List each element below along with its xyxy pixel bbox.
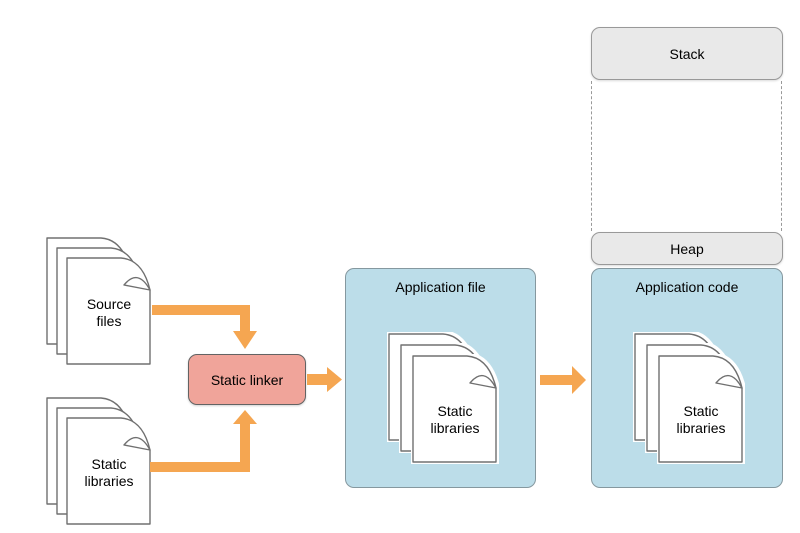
arrow-libraries-to-linker: [150, 410, 257, 472]
application-code-node: Application code Static libraries: [591, 268, 783, 488]
stack-node: Stack: [591, 27, 783, 80]
heap-node: Heap: [591, 232, 783, 265]
application-file-doc-stack: Static libraries: [387, 332, 499, 466]
heap-label: Heap: [670, 240, 704, 257]
document-icon: [66, 417, 151, 525]
application-code-doc-label: Static libraries: [676, 402, 726, 437]
arrow-application-file-to-code: [540, 366, 586, 394]
memory-dashed-line-left: [591, 81, 592, 231]
source-files-label: Source files: [86, 295, 132, 330]
application-code-title: Application code: [635, 279, 739, 295]
static-libraries-label: Static libraries: [84, 455, 134, 490]
source-files-stack: Source files: [45, 236, 157, 370]
document-icon: [66, 257, 151, 365]
static-libraries-stack: Static libraries: [45, 396, 157, 530]
arrow-linker-to-application-file: [307, 367, 342, 392]
document-icon: [657, 354, 745, 464]
application-code-doc-stack: Static libraries: [633, 332, 745, 466]
memory-dashed-line-right: [781, 81, 782, 231]
arrow-source-to-linker: [152, 305, 257, 349]
stack-label: Stack: [669, 45, 705, 62]
application-file-node: Application file Static libraries: [345, 268, 536, 488]
static-linker-label: Static linker: [210, 371, 284, 388]
static-linker-node: Static linker: [188, 354, 306, 405]
application-file-doc-label: Static libraries: [430, 402, 480, 437]
application-file-title: Application file: [395, 279, 486, 295]
document-icon: [411, 354, 499, 464]
